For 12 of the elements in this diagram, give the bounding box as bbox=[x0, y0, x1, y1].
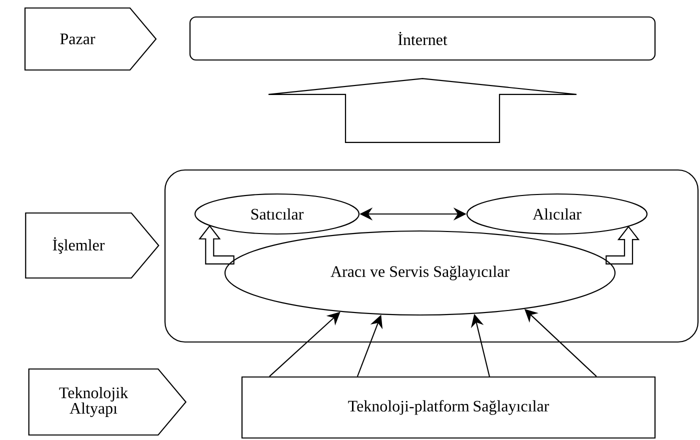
platform-box: Teknoloji-platform Sağlayıcılar bbox=[241, 376, 656, 439]
bent-block-arrow bbox=[198, 224, 234, 265]
ellipse-node: Satıcılar bbox=[194, 193, 360, 235]
layer-label: Pazar bbox=[24, 7, 157, 71]
ellipse-node: Aracı ve Servis Sağlayıcılar bbox=[224, 230, 616, 316]
process-box: İnternet bbox=[189, 16, 656, 61]
layer-label: İşlemler bbox=[25, 212, 160, 279]
ellipse-node: Alıcılar bbox=[466, 193, 648, 235]
bent-block-arrow bbox=[606, 226, 640, 265]
group-frame bbox=[164, 169, 699, 343]
layer-label: Teknolojik Altyapı bbox=[28, 368, 187, 436]
block-arrow bbox=[268, 78, 578, 143]
